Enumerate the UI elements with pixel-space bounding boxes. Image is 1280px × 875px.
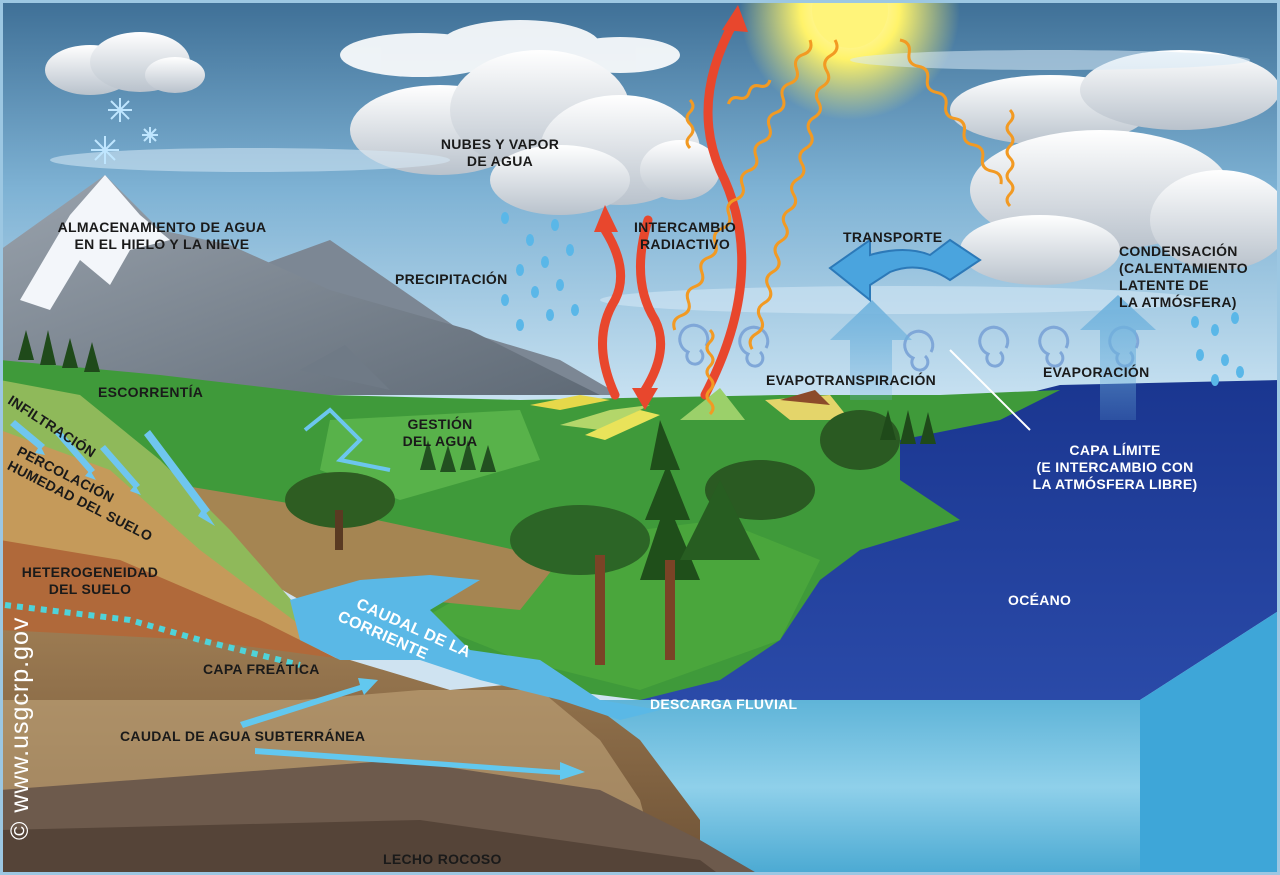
transport-arrow	[828, 238, 982, 303]
label-oceano: OCÉANO	[1008, 592, 1072, 608]
snowflake-icons	[91, 98, 158, 164]
label-capa-limite: CAPA LÍMITE (E INTERCAMBIO CON LA ATMÓSF…	[1010, 442, 1220, 493]
label-condensacion: CONDENSACIÓN (CALENTAMIENTO LATENTE DE L…	[1119, 243, 1248, 311]
precipitation-drops	[501, 212, 1244, 386]
label-condensacion-line3: LATENTE DE	[1119, 277, 1209, 293]
label-capa-freatica: CAPA FREÁTICA	[203, 661, 320, 677]
label-gestion-line2: DEL AGUA	[402, 433, 478, 449]
label-caudal-subterranea: CAUDAL DE AGUA SUBTERRÁNEA	[120, 728, 366, 744]
label-almacenamiento: ALMACENAMIENTO DE AGUA EN EL HIELO Y LA …	[32, 219, 292, 253]
ocean	[640, 380, 1280, 700]
label-condensacion-line4: LA ATMÓSFERA)	[1119, 294, 1237, 310]
label-heterogeneidad-line1: HETEROGENEIDAD	[21, 564, 159, 580]
label-nubes-line1: NUBES Y VAPOR	[440, 136, 560, 152]
label-transporte: TRANSPORTE	[843, 229, 943, 245]
label-precipitacion: PRECIPITACIÓN	[395, 271, 508, 287]
groundwater-arrows	[240, 678, 585, 780]
label-heterogeneidad-line2: DEL SUELO	[48, 581, 132, 597]
cloud-right	[950, 50, 1280, 285]
label-escorrentia: ESCORRENTÍA	[98, 384, 204, 400]
label-intercambio-line1: INTERCAMBIO	[633, 219, 737, 235]
credit-watermark: © www.usgcrp.gov	[6, 616, 34, 840]
infiltration-arrows	[10, 420, 215, 526]
cloud-top-mid	[340, 20, 680, 77]
label-lecho: LECHO ROCOSO	[383, 851, 502, 867]
label-gestion-line1: GESTIÓN	[407, 416, 473, 432]
label-nubes-line2: DE AGUA	[466, 153, 534, 169]
sun	[740, 0, 960, 120]
label-intercambio-line2: RADIACTIVO	[639, 236, 731, 252]
label-capa-limite-line3: LA ATMÓSFERA LIBRE)	[1032, 476, 1198, 492]
label-descarga: DESCARGA FLUVIAL	[650, 696, 798, 712]
label-gestion: GESTIÓN DEL AGUA	[385, 416, 495, 450]
label-almacenamiento-line2: EN EL HIELO Y LA NIEVE	[74, 236, 250, 252]
label-capa-limite-line1: CAPA LÍMITE	[1069, 442, 1161, 458]
label-heterogeneidad: HETEROGENEIDAD DEL SUELO	[10, 564, 170, 598]
label-condensacion-line1: CONDENSACIÓN	[1119, 243, 1238, 259]
evapotranspiration-arrow	[830, 300, 912, 400]
label-evaporacion: EVAPORACIÓN	[1043, 364, 1150, 380]
snowcap	[20, 175, 170, 310]
label-nubes: NUBES Y VAPOR DE AGUA	[430, 136, 570, 170]
trees	[18, 330, 936, 665]
soil-hetero	[0, 540, 340, 660]
radiative-exchange-arrows	[598, 15, 747, 400]
river	[290, 575, 660, 720]
label-condensacion-line2: (CALENTAMIENTO	[1119, 260, 1248, 276]
cloud-bands	[50, 50, 1250, 314]
evaporation-arrow	[1080, 295, 1156, 420]
cloud-top-left	[45, 32, 205, 95]
water-table-line	[4, 602, 301, 668]
lowland	[150, 480, 560, 610]
solar-radiation-waves	[672, 38, 1015, 416]
red-arrowheads	[594, 5, 748, 410]
label-evapotranspiracion: EVAPOTRANSPIRACIÓN	[766, 372, 937, 388]
label-almacenamiento-line1: ALMACENAMIENTO DE AGUA	[57, 219, 267, 235]
ocean-side	[1140, 610, 1280, 875]
label-capa-limite-line2: (E INTERCAMBIO CON	[1036, 459, 1194, 475]
bedrock-dark	[0, 820, 720, 875]
label-intercambio: INTERCAMBIO RADIACTIVO	[620, 219, 750, 253]
